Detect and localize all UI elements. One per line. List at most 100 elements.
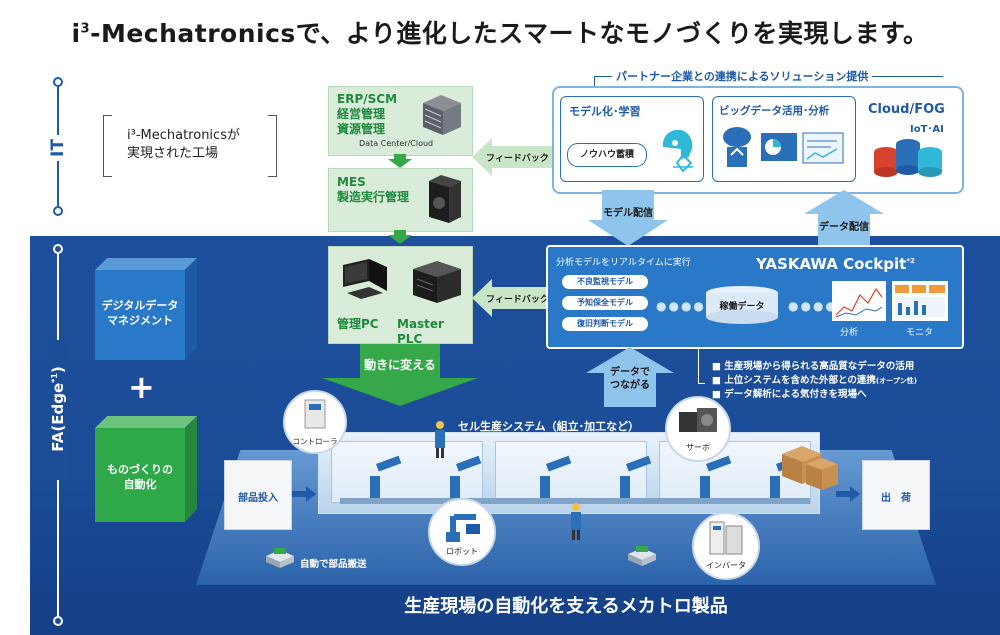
agv-label: 自動で部品搬送	[300, 559, 367, 570]
cloud-sub: IoT･AI	[910, 124, 944, 135]
bullet-text-3: データ解析による気付きを現場へ	[724, 389, 867, 400]
bullet-open: (オープン性)	[875, 377, 917, 385]
robot-circle: ロボット	[428, 498, 496, 566]
pc-monitor-icon	[343, 259, 387, 299]
controller-icon	[304, 399, 326, 429]
mes-box: MES 製造実行管理	[328, 168, 473, 232]
fa-label-close: )	[49, 366, 67, 374]
model-sub: ノウハウ蓄積	[567, 143, 647, 167]
arrow-change-move	[322, 344, 478, 406]
arrow-model-dist	[588, 190, 668, 246]
bullet-list: ■ 生産現場から得られる高品質なデータの活用 ■ 上位システムを含めた外部との連…	[712, 360, 917, 402]
fa-rail-dot-bottom	[53, 616, 63, 626]
bracket-note: i³-Mechatronicsが 実現された工場	[103, 115, 277, 177]
arrow-parts-in	[292, 486, 316, 502]
cube-digital: デジタルデータ マネジメント	[95, 258, 197, 362]
partner-header: パートナー企業との連携によるソリューション提供	[612, 68, 873, 84]
mes-titles: MES 製造実行管理	[337, 175, 409, 205]
plus-sign: +	[128, 368, 155, 406]
cube-auto-label: ものづくりの 自動化	[95, 462, 185, 492]
cockpit-db-label: 稼働データ	[719, 302, 765, 312]
cube-digital-line1: デジタルデータ	[101, 299, 179, 312]
controller-label: コントローラ	[292, 437, 338, 446]
cartons-icon	[782, 446, 838, 490]
cube-digital-top	[95, 258, 197, 270]
cube-auto-front	[95, 428, 185, 522]
arrow-model-dist-label: モデル配信	[603, 208, 653, 219]
fa-rail-mask	[47, 340, 69, 480]
cube-digital-front	[95, 270, 185, 360]
arrow-data-dist	[804, 190, 884, 246]
pill-predictive-maintenance: 予知保全モデル	[562, 296, 648, 310]
cube-digital-line2: マネジメント	[107, 314, 173, 327]
pill-defect-monitor: 不良監視モデル	[562, 275, 648, 289]
arrow-ship	[836, 486, 860, 502]
cube-digital-label: デジタルデータ マネジメント	[95, 298, 185, 328]
agv-icon-2	[628, 546, 656, 566]
ship-box: 出 荷	[862, 460, 930, 530]
cube-auto-side	[185, 416, 197, 522]
erp-title1: ERP/SCM	[337, 92, 398, 106]
cube-auto-line1: ものづくりの	[107, 463, 173, 476]
server-tower-icon	[429, 175, 461, 223]
robot-label: ロボット	[446, 547, 478, 556]
bracket-text: i³-Mechatronicsが 実現された工場	[127, 127, 240, 163]
bracket-line1: i³-Mechatronicsが	[127, 128, 240, 143]
cockpit-title-text: YASKAWA Cockpit	[756, 255, 907, 273]
arrow-down-mes-plc	[388, 230, 412, 244]
database-icon	[706, 286, 778, 324]
bigdata-title: ビッグデータ活用･分析	[719, 105, 830, 117]
robot-arm-icon	[446, 514, 480, 542]
plc-unit-icon	[413, 261, 461, 303]
bracket-right	[268, 115, 277, 177]
arrow-data-connect	[586, 347, 674, 407]
cockpit-analysis-label: 分析	[840, 328, 859, 338]
cockpit-monitor-label: モニタ	[906, 328, 934, 338]
bigdata-icons	[723, 127, 844, 167]
fa-label-text: FA(Edge	[49, 382, 67, 452]
dots-left: ●●●●●	[656, 299, 719, 313]
arrow-data-dist-label: データ配信	[819, 222, 869, 233]
erp-sub: Data Center/Cloud	[359, 139, 434, 148]
model-card: モデル化･学習 ノウハウ蓄積	[560, 96, 704, 182]
plc-label-pc: 管理PC	[337, 317, 379, 331]
inverter-label: インバータ	[706, 561, 746, 570]
fa-rail-dot-top	[53, 244, 63, 254]
plc-box: 管理PC Master PLC	[328, 246, 473, 346]
analysis-chart-icon	[832, 281, 886, 321]
arrow-feedback-mid	[472, 279, 554, 317]
arrow-feedback-top-label: フィードバック	[486, 154, 549, 164]
cockpit-box: 分析モデルをリアルタイムに実行 YASKAWA Cockpit*2 不良監視モデ…	[546, 245, 964, 349]
cockpit-title: YASKAWA Cockpit*2	[756, 255, 915, 273]
arrow-down-erp-mes	[388, 154, 412, 168]
bullet-item-3: ■ データ解析による気付きを現場へ	[712, 389, 867, 400]
cloud-title: Cloud/FOG	[868, 102, 945, 117]
bullets-bracket	[698, 347, 705, 384]
cockpit-pill-list: 不良監視モデル 予知保全モデル 復旧判断モデル	[562, 275, 648, 331]
servo-circle: サーボ	[665, 396, 731, 462]
headline-sup: 3	[80, 21, 91, 37]
inverter-circle: インバータ	[692, 512, 760, 580]
bracket-line2: 実現された工場	[127, 146, 219, 161]
servo-motor-icon	[679, 408, 717, 432]
data-connect-line1: データで	[610, 367, 650, 378]
it-rail-zone	[30, 60, 42, 236]
erp-box: ERP/SCM 経営管理 資源管理 Data Center/Cloud	[328, 86, 473, 156]
cube-automation: ものづくりの 自動化	[95, 416, 197, 524]
cockpit-caption: 分析モデルをリアルタイムに実行	[556, 258, 691, 268]
cube-auto-line2: 自動化	[123, 478, 157, 491]
cockpit-title-sup: *2	[906, 257, 915, 265]
erp-title3: 資源管理	[337, 122, 386, 136]
arrow-change-move-label: 動きに変える	[364, 358, 436, 372]
cube-digital-side	[185, 258, 197, 360]
plc-label-master: Master PLC	[397, 317, 444, 346]
fa-label: FA(Edge*1)	[49, 346, 67, 472]
servo-label: サーボ	[686, 443, 710, 452]
ship-label: 出 荷	[881, 493, 911, 504]
data-connect-line2: つながる	[610, 380, 650, 391]
bullet-text-1: 生産現場から得られる高品質なデータの活用	[724, 361, 915, 372]
pill-recovery-judgement: 復旧判断モデル	[562, 317, 648, 331]
erp-title2: 経営管理	[337, 107, 386, 121]
headline-prefix: i	[71, 19, 81, 48]
footer-caption: 生産現場の自動化を支えるメカトロ製品	[404, 596, 728, 617]
